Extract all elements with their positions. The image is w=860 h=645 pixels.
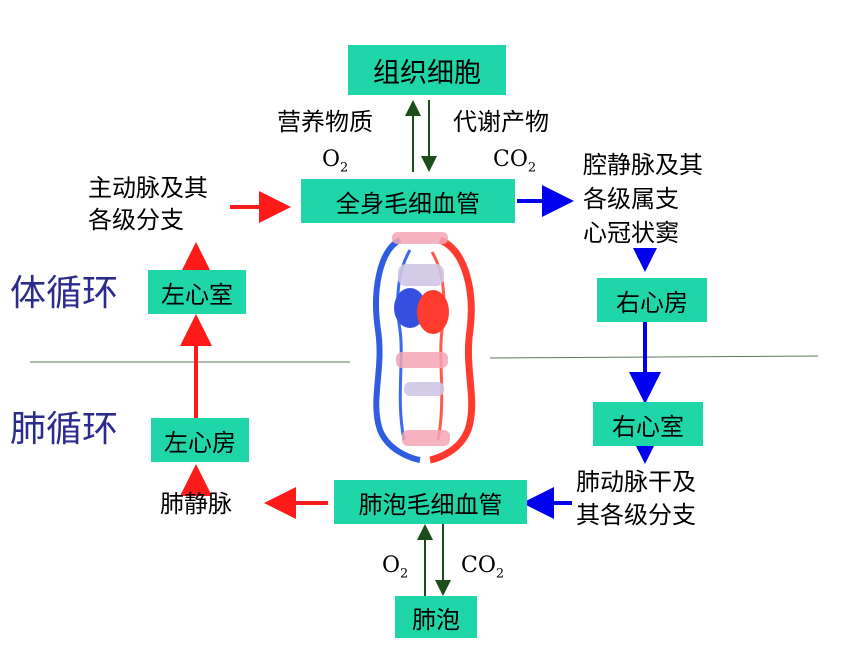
arterial-vessels [429,236,476,464]
alveoli-box: 肺泡 [395,596,477,638]
left-heart [417,290,449,334]
nutrients-label: 营养物质 [277,108,373,136]
circulation-illustration [373,232,476,464]
body-capillaries-box: 全身毛细血管 [301,179,515,223]
o2-bottom-label: O2 [382,553,409,582]
divider-line-right [489,355,819,359]
head-capillaries [392,232,448,244]
tissue-cells-box: 组织细胞 [348,45,506,95]
liver-capillaries [396,352,448,368]
metabolites-label: 代谢产物 [453,108,549,136]
leg-capillaries [402,430,450,446]
co2-bottom-label: CO2 [461,553,505,582]
co2-top-label: CO2 [493,147,537,176]
right-ventricle-box: 右心室 [593,402,703,446]
left-atrium-box: 左心房 [151,418,249,462]
systemic-circulation-label: 体循环 [10,273,119,314]
venous-vessels [373,237,421,463]
pulmonary-vein-label: 肺静脉 [160,490,232,518]
pulmonary-artery-label-line1: 肺动脉干及 [576,468,696,496]
alveolar-capillaries-box: 肺泡毛细血管 [334,480,527,524]
o2-top-label: O2 [322,147,349,176]
vena-cava-label-line2: 各级属支 [583,185,679,213]
aorta-label-line2: 各级分支 [88,206,184,234]
pulmonary-circulation-label: 肺循环 [10,409,119,450]
vena-cava-label-line3: 心冠状窦 [583,219,679,247]
lung-capillaries [398,264,444,286]
pulmonary-artery-label-line2: 其各级分支 [576,501,696,529]
right-atrium-box: 右心房 [597,278,707,322]
left-ventricle-box: 左心室 [148,270,246,314]
aorta-label-line1: 主动脉及其 [88,174,208,202]
vena-cava-label-line1: 腔静脉及其 [583,151,703,179]
gut-capillaries [404,382,444,396]
